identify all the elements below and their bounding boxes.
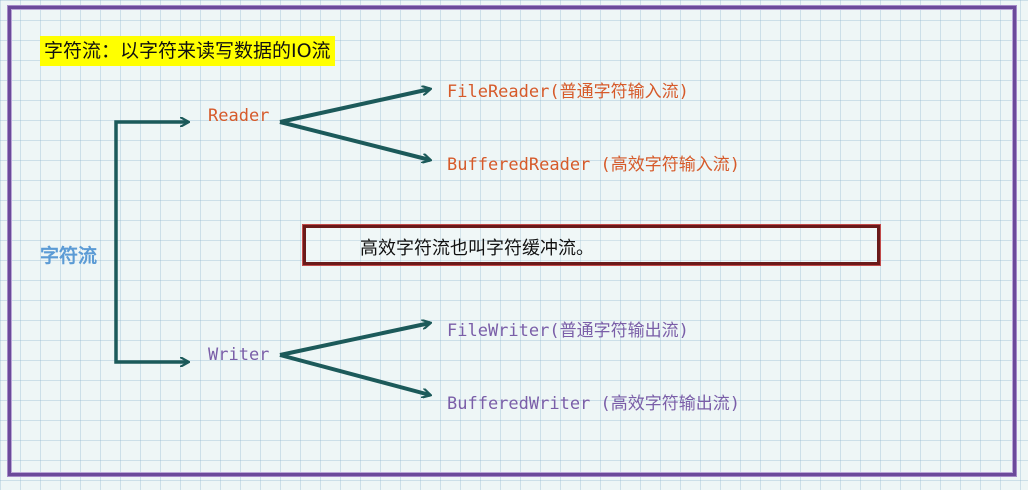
filereader-node: FileReader(普通字符输入流)	[447, 82, 689, 102]
reader-node: Reader	[208, 106, 270, 126]
filewriter-node: FileWriter(普通字符输出流)	[447, 321, 689, 341]
arrow-to-bufferedreader	[279, 120, 430, 160]
arrow-to-filewriter	[279, 323, 430, 357]
note-box: 高效字符流也叫字符缓冲流。	[303, 225, 880, 265]
root-node-label: 字符流	[40, 245, 98, 267]
bufferedreader-node: BufferedReader (高效字符输入流)	[447, 155, 740, 175]
writer-node: Writer	[208, 345, 270, 365]
arrow-to-bufferedwriter	[279, 353, 430, 395]
root-bracket-line	[114, 120, 188, 364]
diagram-frame	[8, 6, 1016, 476]
arrow-to-filereader	[279, 89, 430, 124]
bufferedwriter-node: BufferedWriter (高效字符输出流)	[447, 394, 740, 414]
note-text: 高效字符流也叫字符缓冲流。	[360, 238, 594, 259]
diagram-title: 字符流：以字符来读写数据的IO流	[40, 36, 335, 66]
